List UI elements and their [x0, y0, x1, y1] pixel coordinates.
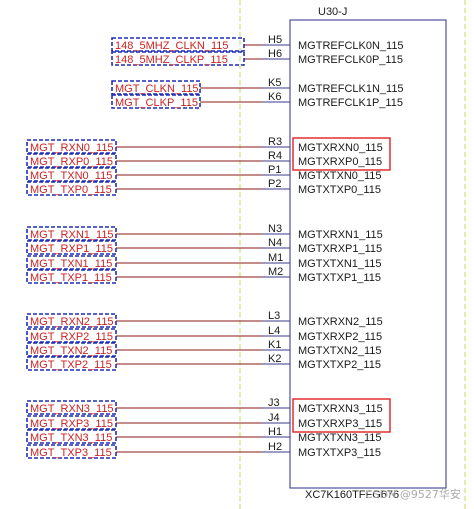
pin-signal-name: MGTXRXN2_115 — [298, 316, 383, 328]
net-label-box — [26, 429, 117, 444]
pin-signal-name: MGTXTXP3_115 — [298, 447, 381, 459]
pin-signal-name: MGTXRXP3_115 — [298, 418, 382, 430]
net-label-box — [26, 167, 117, 182]
net-label: MGT_RXN1_115 — [30, 229, 114, 241]
pin-signal-name: MGTXTXP2_115 — [298, 359, 381, 371]
pin-number: L4 — [268, 325, 280, 337]
component-body — [289, 19, 447, 489]
net-label: MGT_TXN1_115 — [30, 258, 112, 270]
net-label: MGT_RXN3_115 — [30, 403, 114, 415]
pin-signal-name: MGTXRXN0_115 — [298, 142, 383, 154]
pin-number: R3 — [268, 136, 282, 148]
pin-signal-name: MGTXRXP0_115 — [298, 156, 382, 168]
highlight-box — [292, 137, 391, 171]
pin-signal-name: MGTXTXP0_115 — [298, 184, 381, 196]
net-label: MGT_TXP0_115 — [30, 184, 112, 196]
net-label: MGT_TXP3_115 — [30, 447, 112, 459]
pin-signal-name: MGTREFCLK1P_115 — [298, 97, 403, 109]
pin-signal-name: MGTXTXN3_115 — [298, 432, 382, 444]
net-label: 148_5MHZ_CLKP_115 — [115, 54, 228, 66]
net-label: MGT_CLKN_115 — [115, 83, 199, 95]
net-label-box — [26, 255, 117, 270]
pin-signal-name: MGTXTXN2_115 — [298, 345, 382, 357]
net-label: MGT_TXN3_115 — [30, 432, 112, 444]
component-designator: U30-J — [318, 6, 347, 18]
pin-signal-name: MGTXRXP2_115 — [298, 331, 382, 343]
net-label-box — [26, 226, 117, 241]
pin-signal-name: MGTXTXN0_115 — [298, 170, 382, 182]
net-label-box — [111, 51, 245, 66]
pin-number: R4 — [268, 150, 282, 162]
pin-signal-name: MGTXRXP1_115 — [298, 243, 382, 255]
net-label: MGT_TXP1_115 — [30, 272, 112, 284]
net-label-box — [26, 181, 117, 196]
net-label-box — [26, 139, 117, 154]
pin-number: K1 — [268, 339, 281, 351]
net-label: MGT_CLKP_115 — [115, 97, 198, 109]
pin-number: L3 — [268, 310, 280, 322]
net-label: MGT_RXN0_115 — [30, 142, 114, 154]
net-label: MGT_TXN2_115 — [30, 345, 112, 357]
pin-number: N4 — [268, 237, 282, 249]
net-label-box — [26, 356, 117, 371]
pin-number: P1 — [268, 164, 281, 176]
pin-number: N3 — [268, 223, 282, 235]
pin-number: H5 — [268, 34, 282, 46]
net-label-box — [111, 94, 201, 109]
net-label: MGT_RXP2_115 — [30, 331, 113, 343]
net-label-box — [26, 415, 117, 430]
pin-signal-name: MGTREFCLK0P_115 — [298, 54, 403, 66]
pin-number: H6 — [268, 48, 282, 60]
net-label-box — [111, 37, 245, 52]
pin-number: H1 — [268, 426, 282, 438]
net-label: MGT_RXP1_115 — [30, 243, 113, 255]
pin-number: M2 — [268, 266, 283, 278]
net-label-box — [26, 153, 117, 168]
net-label-box — [26, 240, 117, 255]
net-label: MGT_RXN2_115 — [30, 316, 114, 328]
highlight-box — [292, 398, 391, 433]
net-label: MGT_TXP2_115 — [30, 359, 112, 371]
pin-number: K6 — [268, 91, 281, 103]
pin-signal-name: MGTREFCLK0N_115 — [298, 40, 404, 52]
net-label-box — [26, 400, 117, 415]
pin-number: H2 — [268, 441, 282, 453]
net-label-box — [26, 444, 117, 459]
pin-signal-name: MGTXTXN1_115 — [298, 258, 382, 270]
pin-signal-name: MGTREFCLK1N_115 — [298, 83, 404, 95]
net-label-box — [26, 313, 117, 328]
net-label-box — [26, 269, 117, 284]
net-label-box — [111, 80, 201, 95]
net-label: MGT_RXP0_115 — [30, 156, 113, 168]
watermark-text: CSDN @9527华安 — [365, 487, 461, 501]
net-label-box — [26, 342, 117, 357]
pin-signal-name: MGTXRXN1_115 — [298, 229, 383, 241]
net-label: MGT_RXP3_115 — [30, 418, 113, 430]
net-label-box — [26, 328, 117, 343]
pin-number: K2 — [268, 353, 281, 365]
pin-signal-name: MGTXRXN3_115 — [298, 403, 383, 415]
component-part-number: XC7K160TFFG676 — [305, 489, 399, 501]
pin-number: J4 — [268, 412, 280, 424]
net-label: 148_5MHZ_CLKN_115 — [115, 40, 229, 52]
pin-number: M1 — [268, 252, 283, 264]
pin-number: P2 — [268, 178, 281, 190]
net-label: MGT_TXN0_115 — [30, 170, 112, 182]
pin-number: K5 — [268, 77, 281, 89]
pin-signal-name: MGTXTXP1_115 — [298, 272, 381, 284]
pin-number: J3 — [268, 397, 280, 409]
